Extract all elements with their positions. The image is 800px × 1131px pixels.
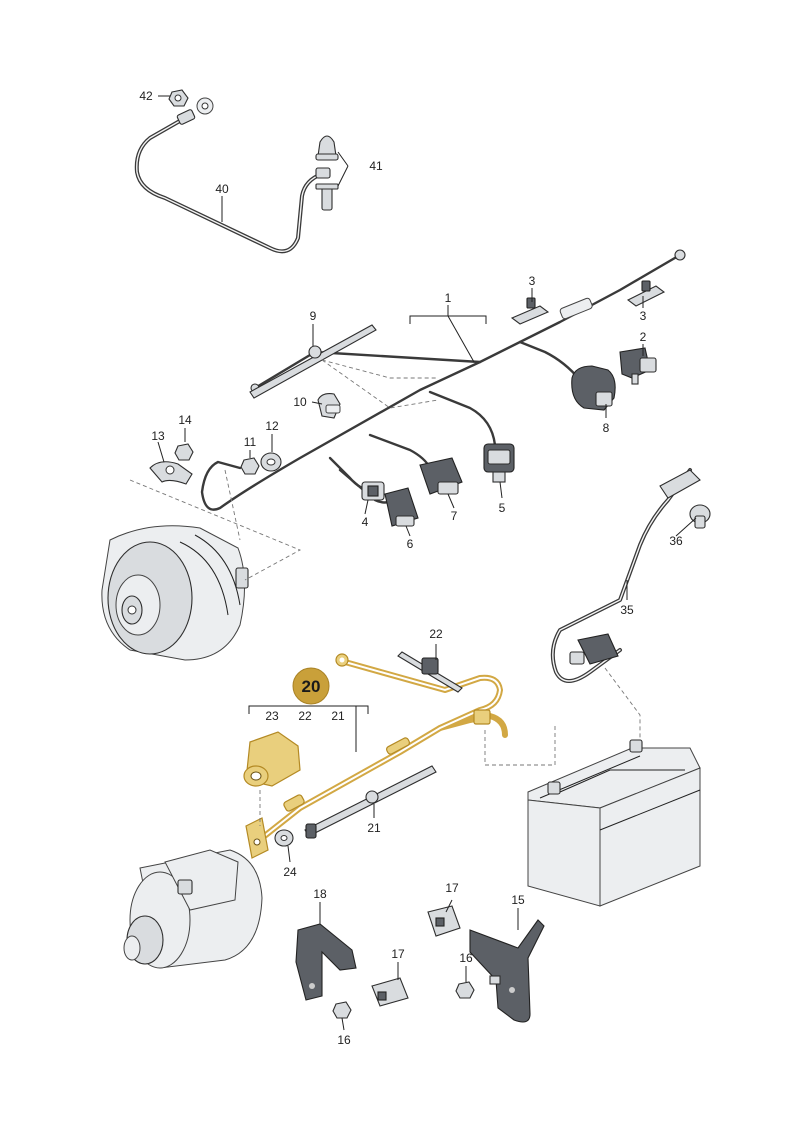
callout-3-a: 3	[529, 274, 536, 288]
callout-10: 10	[293, 395, 307, 409]
nut-42[interactable]	[168, 89, 189, 107]
callout-23: 23	[265, 709, 279, 723]
bracket-18[interactable]	[295, 923, 357, 1001]
callout-5: 5	[499, 501, 506, 515]
callout-40: 40	[215, 182, 229, 196]
leader-lines	[157, 95, 697, 1031]
clip-10[interactable]	[317, 393, 341, 419]
highlighted-cable-20[interactable]	[245, 653, 508, 859]
cable-tie-22[interactable]	[397, 651, 463, 693]
callout-2: 2	[640, 330, 647, 344]
callout-35: 35	[620, 603, 634, 617]
starter-motor	[123, 849, 263, 969]
clip-17-a[interactable]	[371, 977, 409, 1007]
clip-3-a[interactable]	[510, 297, 550, 325]
nut-14[interactable]	[174, 443, 194, 461]
callout-3-b: 3	[640, 309, 647, 323]
callout-16-a: 16	[459, 951, 473, 965]
callout-22-a: 22	[429, 627, 443, 641]
cable-tie-9[interactable]	[249, 324, 377, 399]
callout-4: 4	[362, 515, 369, 529]
connector-4[interactable]	[361, 481, 385, 501]
highlight-badge-label: 20	[302, 677, 321, 696]
callout-11: 11	[244, 435, 257, 449]
nut-11[interactable]	[240, 457, 260, 475]
callout-6: 6	[407, 537, 414, 551]
callout-labels: 42 41 40 1 3 3 2 9 10 8 14 13 11 12 4 7 …	[139, 89, 683, 1047]
bracket-15[interactable]	[469, 919, 545, 1023]
callout-15: 15	[511, 893, 525, 907]
battery	[527, 739, 701, 907]
callout-7: 7	[451, 509, 458, 523]
nut-16-a[interactable]	[332, 1001, 352, 1019]
callout-22-b: 22	[298, 709, 312, 723]
connector-8[interactable]	[571, 365, 616, 411]
nut-16-b[interactable]	[455, 975, 501, 999]
callout-16-b: 16	[337, 1033, 351, 1047]
highlight-badge-20: 20	[292, 667, 330, 705]
callout-13: 13	[151, 429, 165, 443]
callout-42: 42	[139, 89, 153, 103]
callout-1: 1	[445, 291, 452, 305]
ground-strap-40[interactable]	[134, 97, 331, 254]
battery-leader-2	[484, 725, 556, 766]
alternator-leader-2	[224, 469, 241, 541]
holder-2[interactable]	[619, 347, 657, 385]
battery-cable-35[interactable]	[550, 468, 701, 683]
callout-41: 41	[369, 159, 383, 173]
clip-17-b[interactable]	[427, 905, 461, 937]
callout-18: 18	[313, 887, 327, 901]
nut-12[interactable]	[260, 452, 282, 472]
connector-7[interactable]	[419, 457, 463, 495]
callout-24: 24	[283, 865, 297, 879]
connector-6[interactable]	[384, 487, 419, 527]
cable-tie-21[interactable]	[304, 765, 437, 839]
callout-14: 14	[178, 413, 192, 427]
protective-cap-23[interactable]	[243, 731, 301, 787]
callout-21-a: 21	[331, 709, 345, 723]
connector-5[interactable]	[483, 443, 515, 483]
nut-24[interactable]	[274, 829, 294, 847]
callout-9: 9	[310, 309, 317, 323]
battery-leader	[604, 667, 641, 745]
alternator-leader	[129, 479, 302, 581]
callout-17-b: 17	[391, 947, 405, 961]
bolt-36[interactable]	[689, 504, 711, 529]
alternator	[101, 525, 249, 661]
callout-12: 12	[265, 419, 279, 433]
callout-8: 8	[603, 421, 610, 435]
clip-13[interactable]	[149, 461, 193, 485]
callout-17-a: 17	[445, 881, 459, 895]
bolt-41[interactable]	[315, 135, 339, 211]
callout-36: 36	[669, 534, 683, 548]
clip-3-b[interactable]	[626, 280, 666, 307]
callout-21-b: 21	[367, 821, 381, 835]
